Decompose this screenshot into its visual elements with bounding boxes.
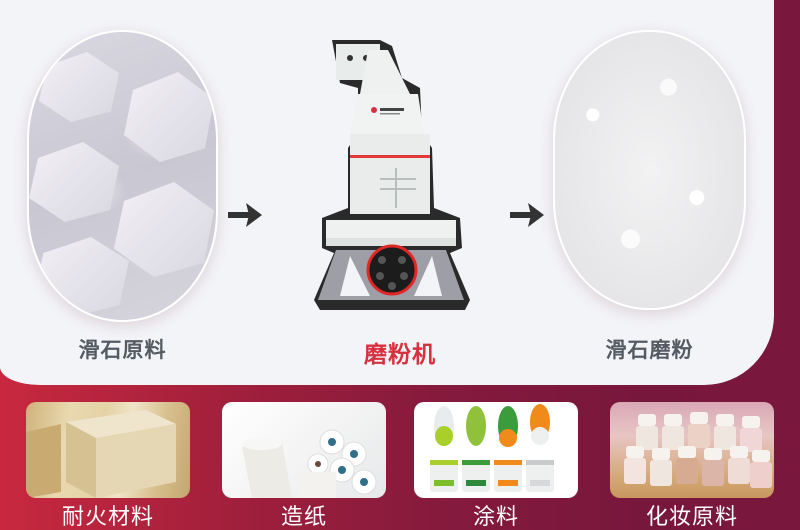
- paint-cans-image: [414, 402, 578, 498]
- application-label: 造纸: [280, 505, 327, 530]
- application-label: 涂料: [472, 505, 519, 530]
- bricks-illustration: [26, 410, 176, 498]
- grinding-mill-image: [314, 40, 470, 310]
- rock-shape: [124, 72, 214, 162]
- rock-shape: [114, 182, 214, 277]
- paper-rolls-illustration: [242, 429, 377, 498]
- paint-illustration: [430, 404, 554, 492]
- arrow-right-icon: [228, 203, 262, 227]
- application-label: 耐火材料: [61, 505, 154, 530]
- talc-raw-image: [27, 30, 218, 322]
- machine-label: 磨粉机: [364, 342, 436, 368]
- bottles-illustration: [624, 412, 772, 488]
- refractory-bricks-image: [26, 402, 190, 498]
- product-label: 滑石磨粉: [605, 338, 694, 362]
- talc-powder-image: [553, 30, 746, 310]
- rock-shape: [39, 52, 119, 122]
- process-panel: 滑石原料: [0, 0, 774, 385]
- rock-shape: [29, 142, 119, 222]
- paper-rolls-image: [222, 402, 386, 498]
- application-label: 化妆原料: [645, 505, 738, 530]
- cosmetic-bottles-image: [610, 402, 774, 498]
- arrow-right-icon: [510, 203, 544, 227]
- applications-row: 耐火材料 造纸 涂料: [0, 400, 800, 530]
- raw-material-label: 滑石原料: [78, 338, 167, 362]
